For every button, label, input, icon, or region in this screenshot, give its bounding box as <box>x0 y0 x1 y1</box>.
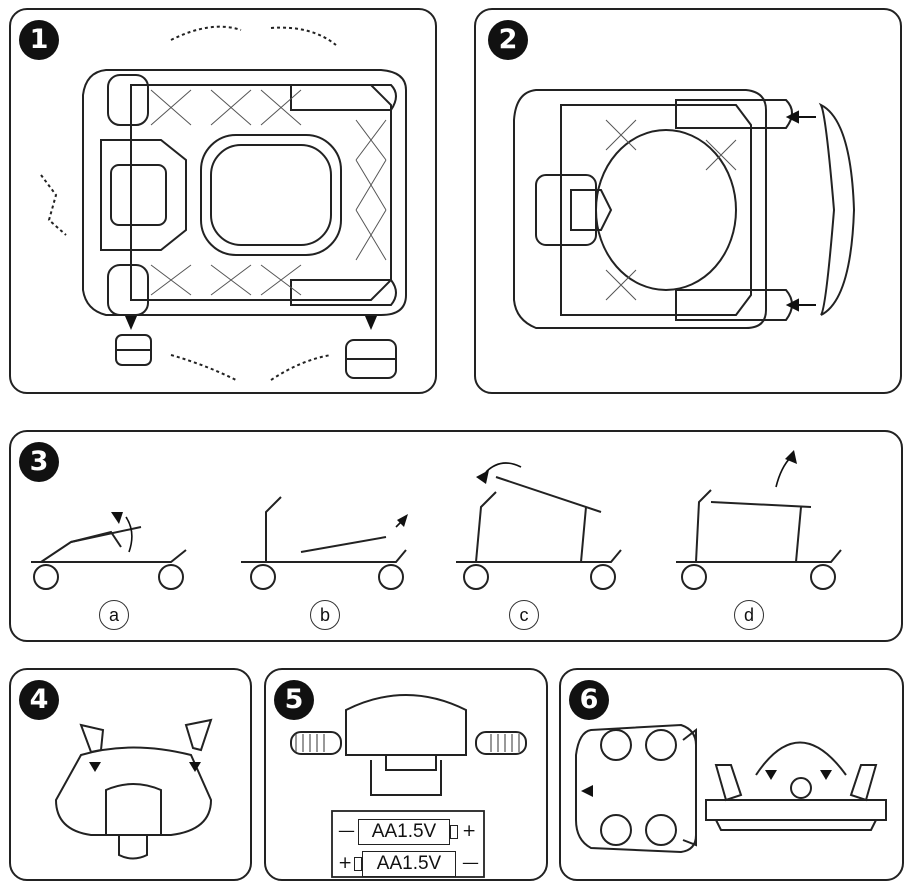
step-3-badge: 3 <box>19 442 59 482</box>
step-2-panel: 2 <box>474 8 902 394</box>
step-1-badge: 1 <box>19 20 59 60</box>
battery-1-minus-sign: — <box>338 821 355 841</box>
battery-2-plus-sign: — <box>462 853 479 873</box>
battery-2-body: AA1.5V <box>362 851 456 877</box>
step-2-badge: 2 <box>488 20 528 60</box>
walker-fold-sequence <box>31 450 842 590</box>
walker-top-view-tray-assembly <box>513 89 856 329</box>
step-3-panel: 3 a b c d <box>9 430 903 642</box>
step-1-panel: 1 <box>9 8 437 394</box>
battery-1-terminal <box>450 825 458 839</box>
battery-1-body: AA1.5V <box>358 819 450 845</box>
steering-toy-battery-compartment <box>290 694 527 878</box>
battery-2-terminal <box>354 857 362 871</box>
step-3-label-a: a <box>99 600 129 630</box>
step-5-panel: 5 — AA1.5V + + AA1.5V — <box>264 668 548 881</box>
step-4-panel: 4 <box>9 668 252 881</box>
step-3-label-d: d <box>734 600 764 630</box>
console-with-mirrors <box>54 718 213 860</box>
walker-top-view-frame-assembly <box>40 25 407 381</box>
step-3-label-b: b <box>310 600 340 630</box>
step-6-panel: 6 <box>559 668 904 881</box>
step-6-badge: 6 <box>569 680 609 720</box>
step-3-label-c: c <box>509 600 539 630</box>
step-4-badge: 4 <box>19 680 59 720</box>
step-5-badge: 5 <box>274 680 314 720</box>
walker-bottom-and-rear-views <box>575 723 887 854</box>
battery-1-plus-sign: + <box>462 821 477 841</box>
battery-2-minus-sign: + <box>338 853 353 873</box>
